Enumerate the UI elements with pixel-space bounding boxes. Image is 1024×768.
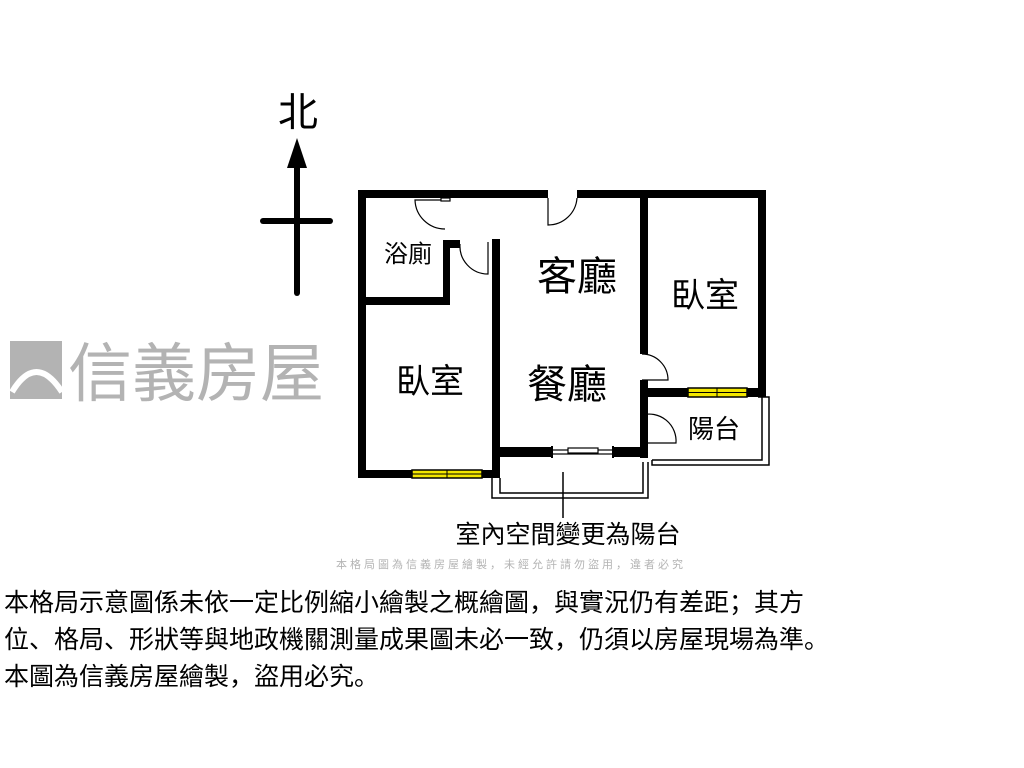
room-label-living: 客廳 <box>537 254 617 300</box>
watermark: 信義房屋 本格局圖為信義房屋繪製，未經允許請勿盜用，違者必究 <box>9 338 686 571</box>
annotation-text: 室內空間變更為陽台 <box>455 520 680 549</box>
room-label-bathroom: 浴廁 <box>384 240 432 268</box>
disclaimer-line: 位、格局、形狀等與地政機關測量成果圖未必一致，仍須以房屋現場為準。 <box>4 625 830 654</box>
kitchen-door <box>459 242 489 275</box>
disclaimer: 本格局示意圖係未依一定比例縮小繪製之概繪圖，與實況仍有差距；其方 位、格局、形狀… <box>4 584 1024 695</box>
windows <box>411 387 748 479</box>
watermark-notice: 本格局圖為信義房屋繪製，未經允許請勿盜用，違者必究 <box>336 557 686 571</box>
right-bedroom-door <box>641 353 669 381</box>
entrance-door <box>547 197 578 226</box>
balcony-door <box>641 413 677 444</box>
bathroom-door <box>414 199 446 230</box>
north-arrow-icon <box>287 138 307 168</box>
doors <box>414 197 677 458</box>
room-label-bedroom-right: 臥室 <box>671 276 739 316</box>
disclaimer-line: 本格局示意圖係未依一定比例縮小繪製之概繪圖，與實況仍有差距；其方 <box>4 588 805 617</box>
compass: 北 <box>260 90 333 296</box>
north-label: 北 <box>278 90 318 136</box>
disclaimer-line: 本圖為信義房屋繪製，盜用必究。 <box>4 662 380 691</box>
watermark-brand: 信義房屋 <box>68 338 324 412</box>
room-label-dining: 餐廳 <box>527 362 607 408</box>
room-label-bedroom-left: 臥室 <box>396 362 464 402</box>
room-label-balcony: 陽台 <box>688 415 740 445</box>
